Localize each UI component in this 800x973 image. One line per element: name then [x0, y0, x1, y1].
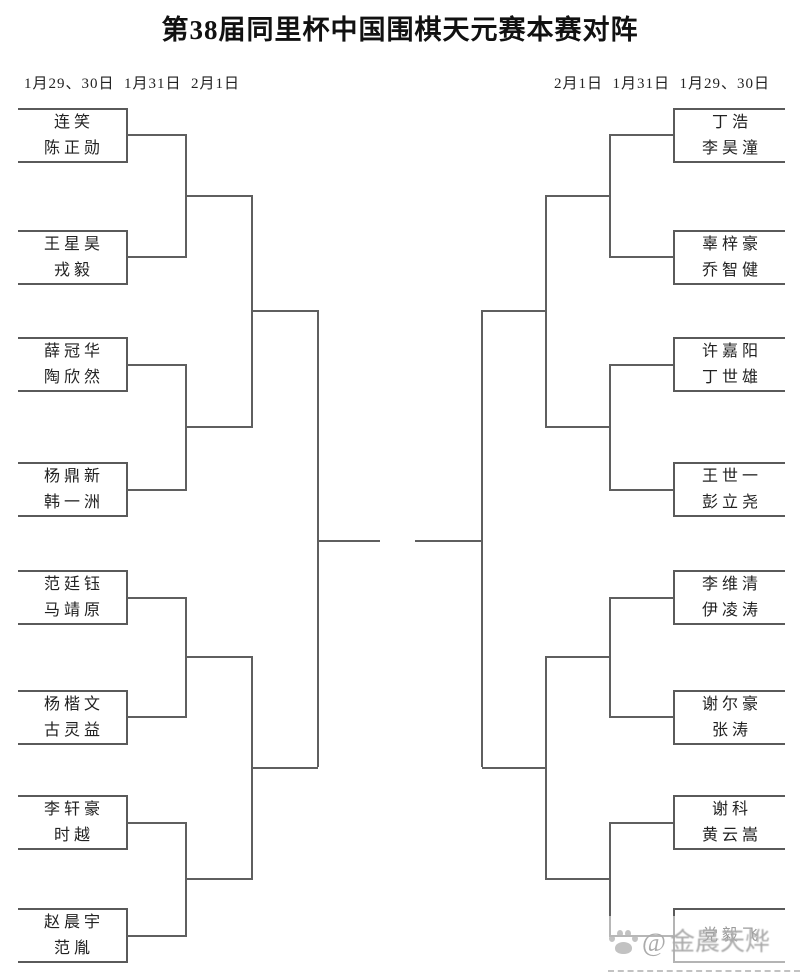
bracket-line	[251, 195, 253, 428]
bracket-line	[186, 878, 252, 880]
player-name: 薛冠华	[43, 342, 104, 360]
bracket-line	[609, 822, 611, 937]
bracket-line	[545, 195, 610, 197]
bracket-line	[186, 656, 252, 658]
player-name: 谢科	[711, 800, 752, 818]
bracket-line	[127, 935, 187, 937]
player-name: 马靖原	[43, 601, 104, 619]
match-box-right-5: 李维清 伊凌涛	[673, 570, 785, 625]
player-name: 赵晨宇	[43, 913, 104, 931]
player-name: 丁浩	[711, 113, 752, 131]
player-name: 古灵益	[43, 721, 104, 739]
bracket-line	[609, 134, 611, 258]
player-name: 彭立尧	[701, 493, 762, 511]
player-name: 李昊潼	[701, 139, 762, 157]
bracket-line	[610, 935, 673, 937]
bracket-line	[127, 364, 187, 366]
player-name: 范胤	[53, 939, 94, 957]
bracket-line	[127, 489, 187, 491]
match-box-right-1: 丁浩 李昊潼	[673, 108, 785, 163]
player-name: 黄云嵩	[701, 826, 762, 844]
paw-icon	[608, 928, 638, 958]
match-box-left-8: 赵晨宇 范胤	[18, 908, 128, 963]
page-title: 第38届同里杯中国围棋天元赛本赛对阵	[161, 15, 639, 45]
bracket-line	[545, 195, 547, 428]
bracket-line	[185, 597, 187, 718]
player-name: 谢尔豪	[701, 695, 762, 713]
bracket-line	[185, 822, 187, 937]
player-name: 李维清	[701, 575, 762, 593]
bracket-line	[610, 822, 673, 824]
player-name: 辜梓豪	[701, 235, 762, 253]
bracket-line	[545, 656, 610, 658]
player-name: 丁世雄	[701, 368, 762, 386]
match-box-right-6: 谢尔豪 张涛	[673, 690, 785, 745]
bracket-line	[545, 426, 610, 428]
match-box-right-2: 辜梓豪 乔智健	[673, 230, 785, 285]
match-box-left-7: 李轩豪 时越	[18, 795, 128, 850]
watermark-at-symbol: @	[642, 928, 666, 957]
bracket-line	[252, 310, 318, 312]
match-box-left-3: 薛冠华 陶欣然	[18, 337, 128, 392]
bracket-line	[185, 364, 187, 491]
bracket-line	[610, 716, 673, 718]
player-name: 杨楷文	[43, 695, 104, 713]
bracket-line	[609, 597, 611, 718]
match-box-right-7: 谢科 黄云嵩	[673, 795, 785, 850]
bracket-line	[481, 310, 483, 767]
bracket-line	[127, 822, 187, 824]
bracket-line	[415, 540, 482, 542]
bracket-line	[482, 767, 545, 769]
right-round-dates: 2月1日 1月31日 1月29、30日	[553, 76, 770, 92]
bracket-line	[482, 310, 545, 312]
player-name: 韩一洲	[43, 493, 104, 511]
match-box-right-4: 王世一 彭立尧	[673, 462, 785, 517]
bracket-line	[186, 426, 252, 428]
bracket-line	[610, 489, 673, 491]
bracket-line	[610, 134, 673, 136]
left-round-dates: 1月29、30日 1月31日 2月1日	[24, 76, 241, 92]
player-name: 陈正勋	[43, 139, 104, 157]
bracket-line	[127, 597, 187, 599]
bracket-line	[610, 597, 673, 599]
match-box-left-5: 范廷钰 马靖原	[18, 570, 128, 625]
bracket-line	[545, 656, 547, 880]
bracket-line	[252, 767, 318, 769]
bracket-line	[317, 310, 319, 767]
bracket-line	[186, 195, 252, 197]
match-box-right-8: 党毅飞	[673, 908, 785, 963]
player-name: 戎毅	[53, 261, 94, 279]
bracket-line	[610, 256, 673, 258]
bracket-line	[127, 256, 187, 258]
match-box-left-6: 杨楷文 古灵益	[18, 690, 128, 745]
player-name: 陶欣然	[43, 368, 104, 386]
match-box-left-4: 杨鼎新 韩一洲	[18, 462, 128, 517]
bracket-line	[185, 134, 187, 258]
player-name: 党毅飞	[701, 926, 762, 944]
match-box-left-2: 王星昊 戎毅	[18, 230, 128, 285]
player-name: 连笑	[53, 113, 94, 131]
bracket-line	[610, 364, 673, 366]
player-name: 时越	[53, 826, 94, 844]
player-name: 乔智健	[701, 261, 762, 279]
player-name: 范廷钰	[43, 575, 104, 593]
bracket-line	[318, 540, 380, 542]
player-name: 张涛	[711, 721, 752, 739]
player-name: 杨鼎新	[43, 467, 104, 485]
player-name: 李轩豪	[43, 800, 104, 818]
player-name: 王世一	[701, 467, 762, 485]
bracket-line	[127, 716, 187, 718]
bracket-line	[609, 364, 611, 491]
bracket-line	[545, 878, 610, 880]
player-name: 许嘉阳	[701, 342, 762, 360]
match-box-left-1: 连笑 陈正勋	[18, 108, 128, 163]
bracket-line	[127, 134, 187, 136]
player-name: 王星昊	[43, 235, 104, 253]
match-box-right-3: 许嘉阳 丁世雄	[673, 337, 785, 392]
player-name: 伊凌涛	[701, 601, 762, 619]
bracket-line	[251, 656, 253, 880]
